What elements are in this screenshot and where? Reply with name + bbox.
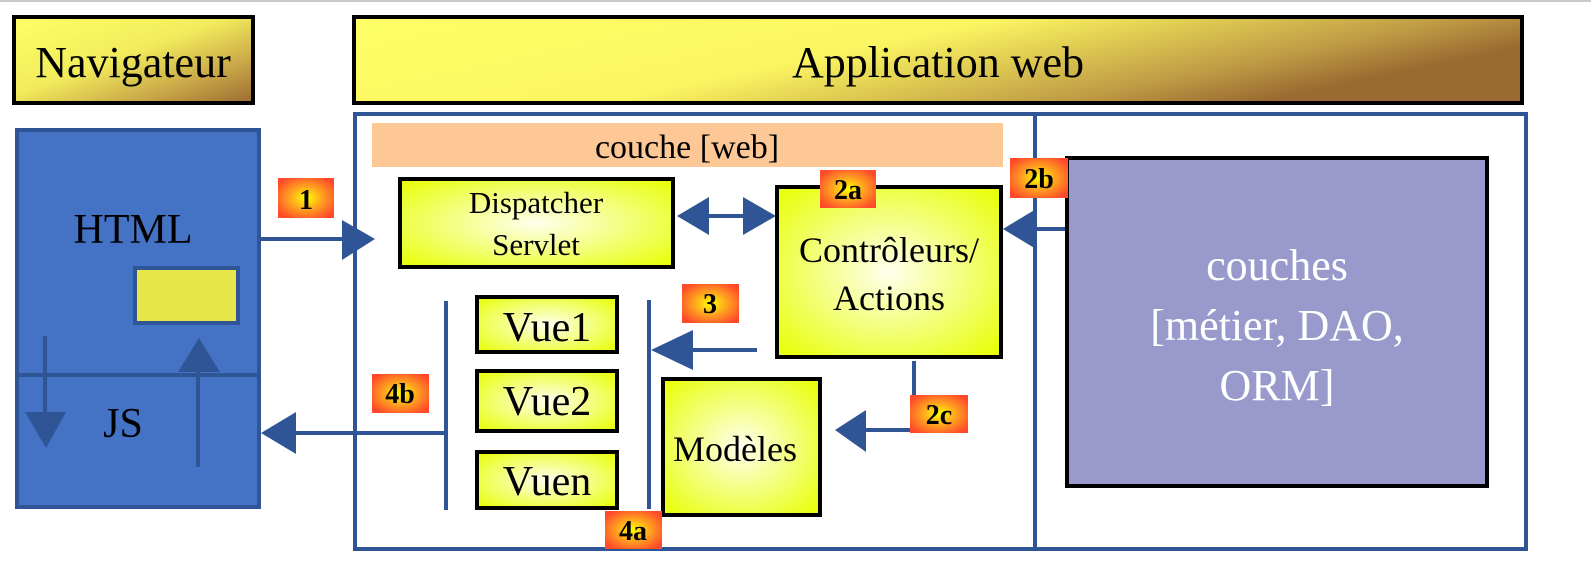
html-widget-icon	[133, 266, 240, 325]
controllers-label-line2: Actions	[833, 278, 945, 318]
controller-to-views-arrow-icon	[651, 330, 757, 370]
web-layer-band: couche [web]	[372, 123, 1003, 167]
dispatcher-controller-arrow-icon	[677, 197, 776, 235]
navigateur-title-box: Navigateur	[12, 15, 255, 105]
svg-text:3: 3	[703, 289, 717, 320]
business-layers-box: couches [métier, DAO, ORM]	[1065, 156, 1489, 488]
controller-to-models-arrow-icon	[835, 361, 916, 452]
svg-text:2b: 2b	[1024, 164, 1054, 195]
svg-text:2a: 2a	[834, 175, 862, 206]
step-badge-4b: 4b	[372, 374, 429, 413]
step-badge-4a: 4a	[605, 511, 662, 549]
navigateur-title: Navigateur	[35, 38, 231, 87]
svg-text:4a: 4a	[619, 516, 647, 547]
html-to-js-arrow-icon	[25, 336, 66, 448]
step-badge-2b: 2b	[1010, 158, 1068, 198]
request-arrow-icon	[258, 220, 375, 260]
view-label-n: Vuen	[503, 459, 591, 505]
business-layers-line2: [métier, DAO,	[1150, 301, 1404, 350]
dispatcher-label-line2: Servlet	[492, 227, 580, 262]
dispatcher-label-line1: Dispatcher	[469, 185, 604, 220]
business-layers-line3: ORM]	[1220, 361, 1335, 410]
svg-text:4b: 4b	[385, 379, 415, 410]
view-label-1: Vue1	[503, 305, 591, 351]
models-label: Modèles	[673, 429, 797, 469]
view-box-2: Vue2	[475, 369, 619, 433]
step-badge-3: 3	[682, 284, 739, 323]
step-badge-2c: 2c	[910, 395, 968, 433]
svg-text:2c: 2c	[926, 400, 952, 431]
html-label: HTML	[74, 207, 193, 253]
dispatcher-servlet-box: Dispatcher Servlet	[398, 177, 675, 269]
view-box-1: Vue1	[475, 295, 619, 354]
controllers-label-line1: Contrôleurs/	[799, 230, 979, 270]
js-to-html-arrow-icon	[178, 338, 220, 467]
step-badge-1: 1	[278, 178, 334, 218]
controllers-actions-box: Contrôleurs/ Actions	[775, 185, 1003, 359]
web-layer-label: couche [web]	[595, 129, 779, 166]
application-web-title: Application web	[792, 38, 1084, 87]
views-to-browser-arrow-icon	[261, 412, 446, 454]
svg-text:1: 1	[299, 185, 313, 216]
js-label: JS	[103, 401, 143, 447]
view-label-2: Vue2	[503, 379, 591, 425]
models-box: Modèles	[661, 377, 822, 517]
browser-client-box: HTML JS	[15, 128, 261, 509]
application-web-title-box: Application web	[352, 15, 1524, 105]
step-badge-2a: 2a	[820, 170, 876, 208]
view-box-n: Vuen	[475, 450, 619, 510]
business-layers-line1: couches	[1206, 241, 1348, 290]
